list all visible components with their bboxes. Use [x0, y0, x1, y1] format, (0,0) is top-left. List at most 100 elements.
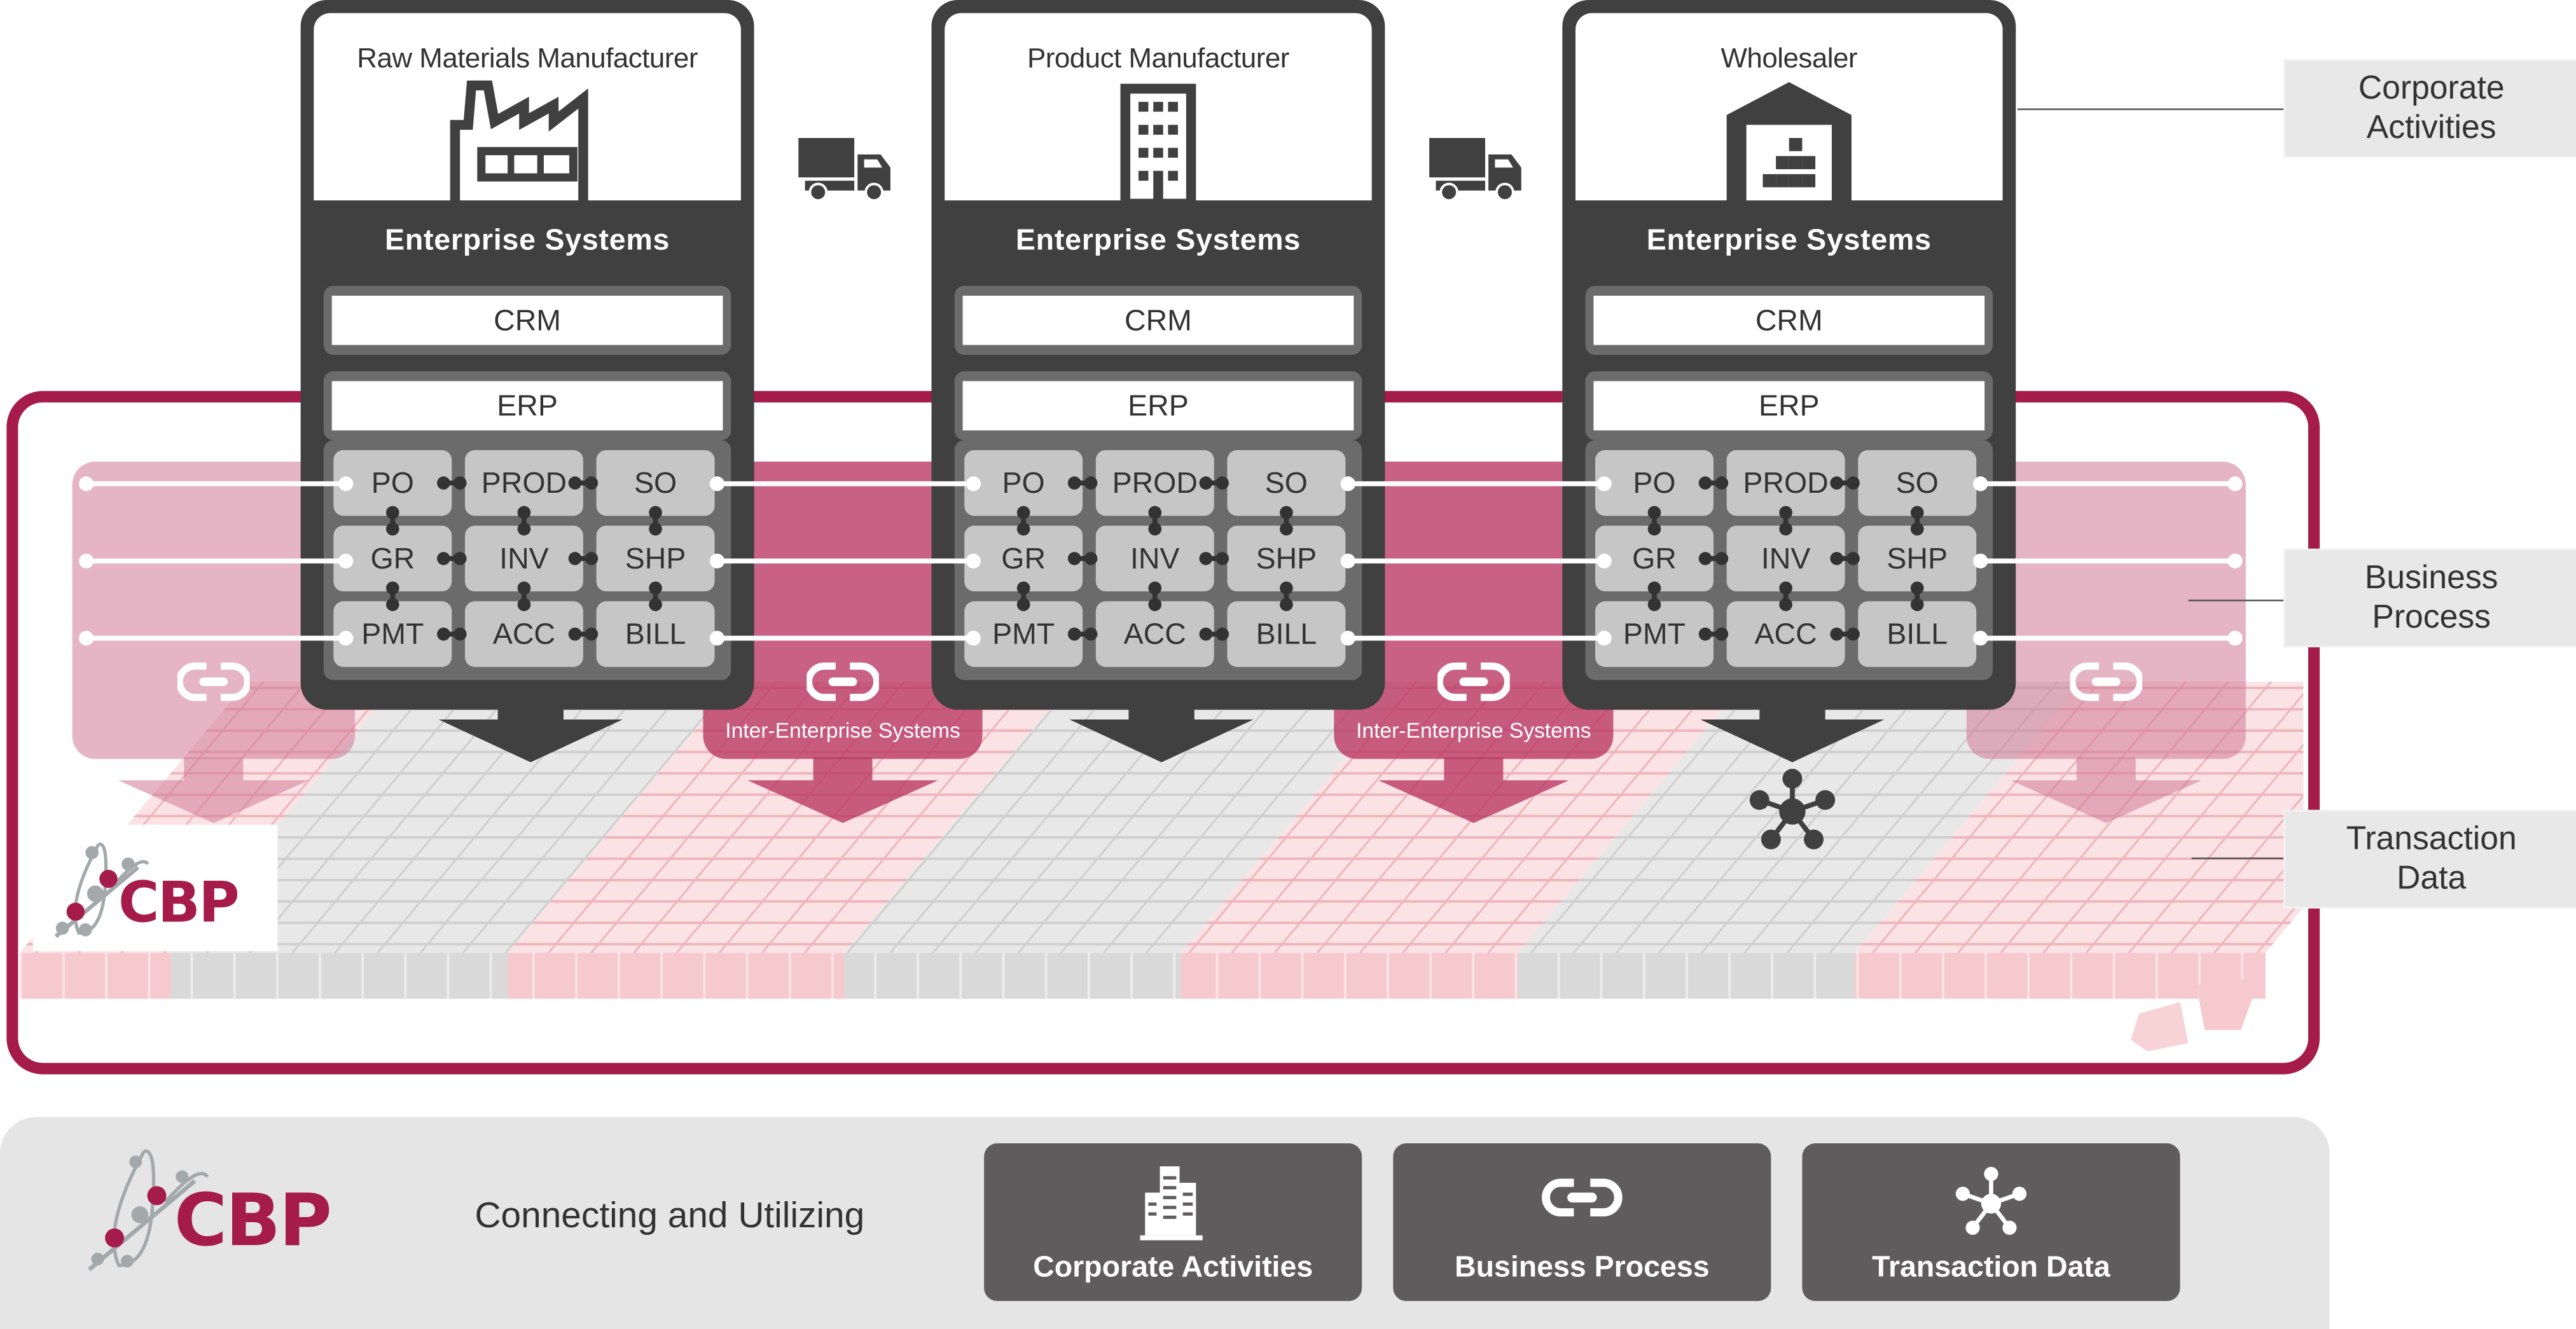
enterprise-systems-label: Enterprise Systems [1646, 223, 1932, 257]
process-module-inv: INV [464, 525, 583, 592]
module-connector [1016, 581, 1030, 612]
connector-endpoint [966, 476, 981, 492]
module-connector [1779, 581, 1792, 612]
module-connector [1148, 506, 1162, 536]
process-connector-line [1347, 558, 1603, 564]
tile-business-process[interactable]: Business Process [1393, 1143, 1771, 1302]
crm-system: CRM [323, 286, 731, 355]
cbp-logo-text: CBP [118, 871, 240, 937]
connector-endpoint [966, 553, 981, 568]
process-module-acc: ACC [464, 601, 583, 667]
connector-endpoint [1340, 631, 1355, 646]
floor-band-face [1518, 953, 1855, 999]
side-label-line: Process [2372, 599, 2491, 636]
connector-endpoint [1340, 476, 1355, 492]
module-connector [568, 476, 599, 490]
connector-endpoint [78, 476, 94, 492]
module-connector [1698, 476, 1729, 490]
enterprise-raw-materials-manufacturer: Raw Materials Manufacturer Enterprise Sy… [300, 0, 754, 710]
process-connector-line [716, 558, 973, 564]
module-connector [1647, 581, 1661, 612]
crm-label: CRM [962, 296, 1354, 345]
leader-line [2191, 857, 2284, 860]
down-arrow [2011, 757, 2202, 823]
connector-endpoint [1596, 476, 1612, 492]
down-arrow [438, 706, 623, 762]
connector-endpoint [966, 631, 981, 646]
enterprise-header: Product Manufacturer [945, 13, 1372, 204]
down-arrow [1700, 706, 1885, 762]
tile-label: Corporate Activities [1033, 1250, 1313, 1283]
process-connector-line [85, 558, 345, 564]
tile-transaction-data[interactable]: Transaction Data [1802, 1143, 2180, 1302]
process-module-inv: INV [1095, 525, 1214, 592]
module-connector [517, 581, 531, 612]
tile-label: Transaction Data [1872, 1250, 2110, 1283]
process-module-so: SO [596, 450, 715, 516]
floor-band-face [508, 953, 845, 999]
erp-label: ERP [962, 381, 1354, 430]
tile-corporate-activities[interactable]: Corporate Activities [984, 1143, 1362, 1302]
process-module-inv: INV [1726, 525, 1845, 592]
floor-band-gray [170, 682, 736, 953]
module-connector [1830, 552, 1860, 565]
floor-band-face [1181, 953, 1518, 999]
module-connector [568, 552, 599, 565]
process-module-prod: PROD [1726, 450, 1845, 516]
process-connector-line [1347, 481, 1603, 486]
footer-cbp-logo: CBP [73, 1134, 401, 1298]
process-connector-line [1979, 558, 2234, 564]
process-module-bill: BILL [1227, 601, 1346, 667]
enterprise-header: Wholesaler [1575, 13, 2003, 204]
connector-endpoint [1973, 553, 1988, 568]
process-module-prod: PROD [1095, 450, 1214, 516]
module-connector [517, 506, 531, 536]
module-connector [1779, 506, 1792, 536]
enterprise-header: Raw Materials Manufacturer [314, 13, 741, 204]
side-label-line: Data [2397, 860, 2467, 897]
cbp-molecule-icon [88, 1149, 209, 1272]
side-label-line: Activities [2366, 110, 2496, 146]
buildings-icon [1140, 1166, 1203, 1241]
enterprise-systems-label: Enterprise Systems [1015, 223, 1301, 257]
module-connector [437, 476, 467, 490]
process-module-bill: BILL [596, 601, 715, 667]
cbp-logo: CBP [32, 824, 278, 951]
network-hub-icon [1955, 1167, 2027, 1235]
cbp-molecule-icon [54, 843, 149, 939]
module-connector [1698, 627, 1729, 641]
chain-link-icon [1542, 1178, 1623, 1217]
network-hub-icon [1749, 769, 1836, 850]
module-connector [385, 581, 399, 612]
module-connector [568, 627, 599, 641]
erp-system: ERP [323, 371, 731, 441]
erp-system: ERP [1585, 371, 1993, 441]
process-module-so: SO [1858, 450, 1977, 516]
process-module-po: PO [1595, 450, 1714, 516]
connector-endpoint [338, 553, 354, 568]
crm-label: CRM [331, 296, 723, 345]
chain-link-icon [1437, 662, 1510, 701]
process-module-shp: SHP [1858, 525, 1977, 592]
down-arrow [747, 757, 938, 823]
connector-endpoint [78, 553, 94, 568]
module-connector [1280, 506, 1293, 536]
floor-band-face [844, 953, 1182, 999]
chain-link-icon [177, 662, 250, 701]
connector-endpoint [709, 476, 725, 492]
floor-band-face [19, 953, 171, 999]
module-connector [649, 506, 662, 536]
connector-endpoint [1596, 553, 1612, 568]
erp-system: ERP [954, 371, 1362, 441]
connector-endpoint [709, 553, 725, 568]
process-module-shp: SHP [596, 525, 715, 592]
process-module-so: SO [1227, 450, 1346, 516]
truck-icon [798, 138, 890, 201]
process-connector-line [1347, 635, 1603, 641]
side-label-line: Business [2364, 560, 2498, 596]
module-connector [649, 581, 662, 612]
enterprise-systems-label: Enterprise Systems [385, 223, 670, 257]
